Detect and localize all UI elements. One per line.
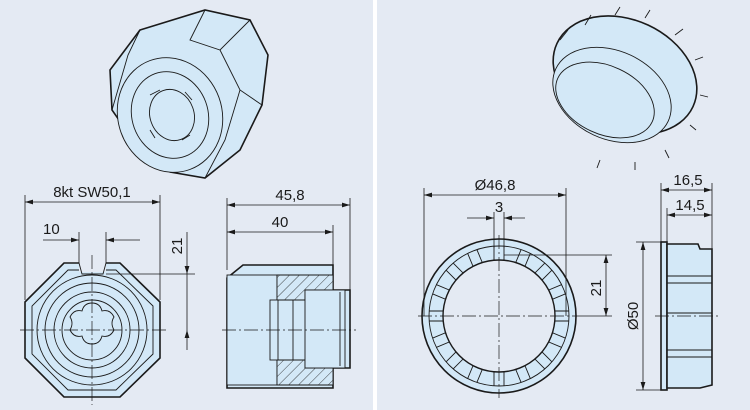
ring-3d-view xyxy=(552,6,709,170)
dim-slot-height: 21 xyxy=(169,238,186,255)
ring-side-dimensions: 16,5 14,5 Ø50 xyxy=(625,172,713,391)
adapter-side-view xyxy=(222,264,356,389)
adapter-side-dimensions: 45,8 40 xyxy=(226,187,351,290)
ring-tooth xyxy=(467,249,483,267)
dim-across-flats: 8kt SW50,1 xyxy=(53,184,131,201)
dim-total-width: 16,5 xyxy=(673,172,702,189)
ring-tooth xyxy=(515,365,531,383)
dim-total-length: 45,8 xyxy=(275,187,304,204)
dim-slot-width: 10 xyxy=(43,221,60,238)
ring-front-dimensions: Ø46,8 3 21 xyxy=(423,177,612,317)
dim-inner-diameter: Ø46,8 xyxy=(475,177,516,194)
ring-tooth xyxy=(445,262,464,281)
ring-front-view xyxy=(418,235,582,398)
ring-tooth xyxy=(432,332,450,348)
ring-tooth xyxy=(445,351,464,370)
ring-tooth xyxy=(534,262,553,281)
ring-tooth xyxy=(467,365,483,383)
panel-divider xyxy=(373,0,377,410)
ring-tooth xyxy=(534,351,553,370)
dim-ring-width: 14,5 xyxy=(675,197,704,214)
ring-tooth xyxy=(548,332,566,348)
dim-outer-diameter: Ø50 xyxy=(625,302,642,330)
adapter-front-dimensions: 8kt SW50,1 10 21 xyxy=(24,184,195,350)
dim-notch-height: 21 xyxy=(588,280,605,297)
dim-notch-width: 3 xyxy=(495,199,503,216)
ring-tooth xyxy=(548,284,566,300)
ring-tooth xyxy=(432,284,450,300)
dim-body-length: 40 xyxy=(272,214,289,231)
ring-tooth xyxy=(515,249,531,267)
adapter-3d-view xyxy=(109,9,269,179)
adapter-front-view xyxy=(20,255,168,405)
ring-side-view xyxy=(655,241,718,391)
